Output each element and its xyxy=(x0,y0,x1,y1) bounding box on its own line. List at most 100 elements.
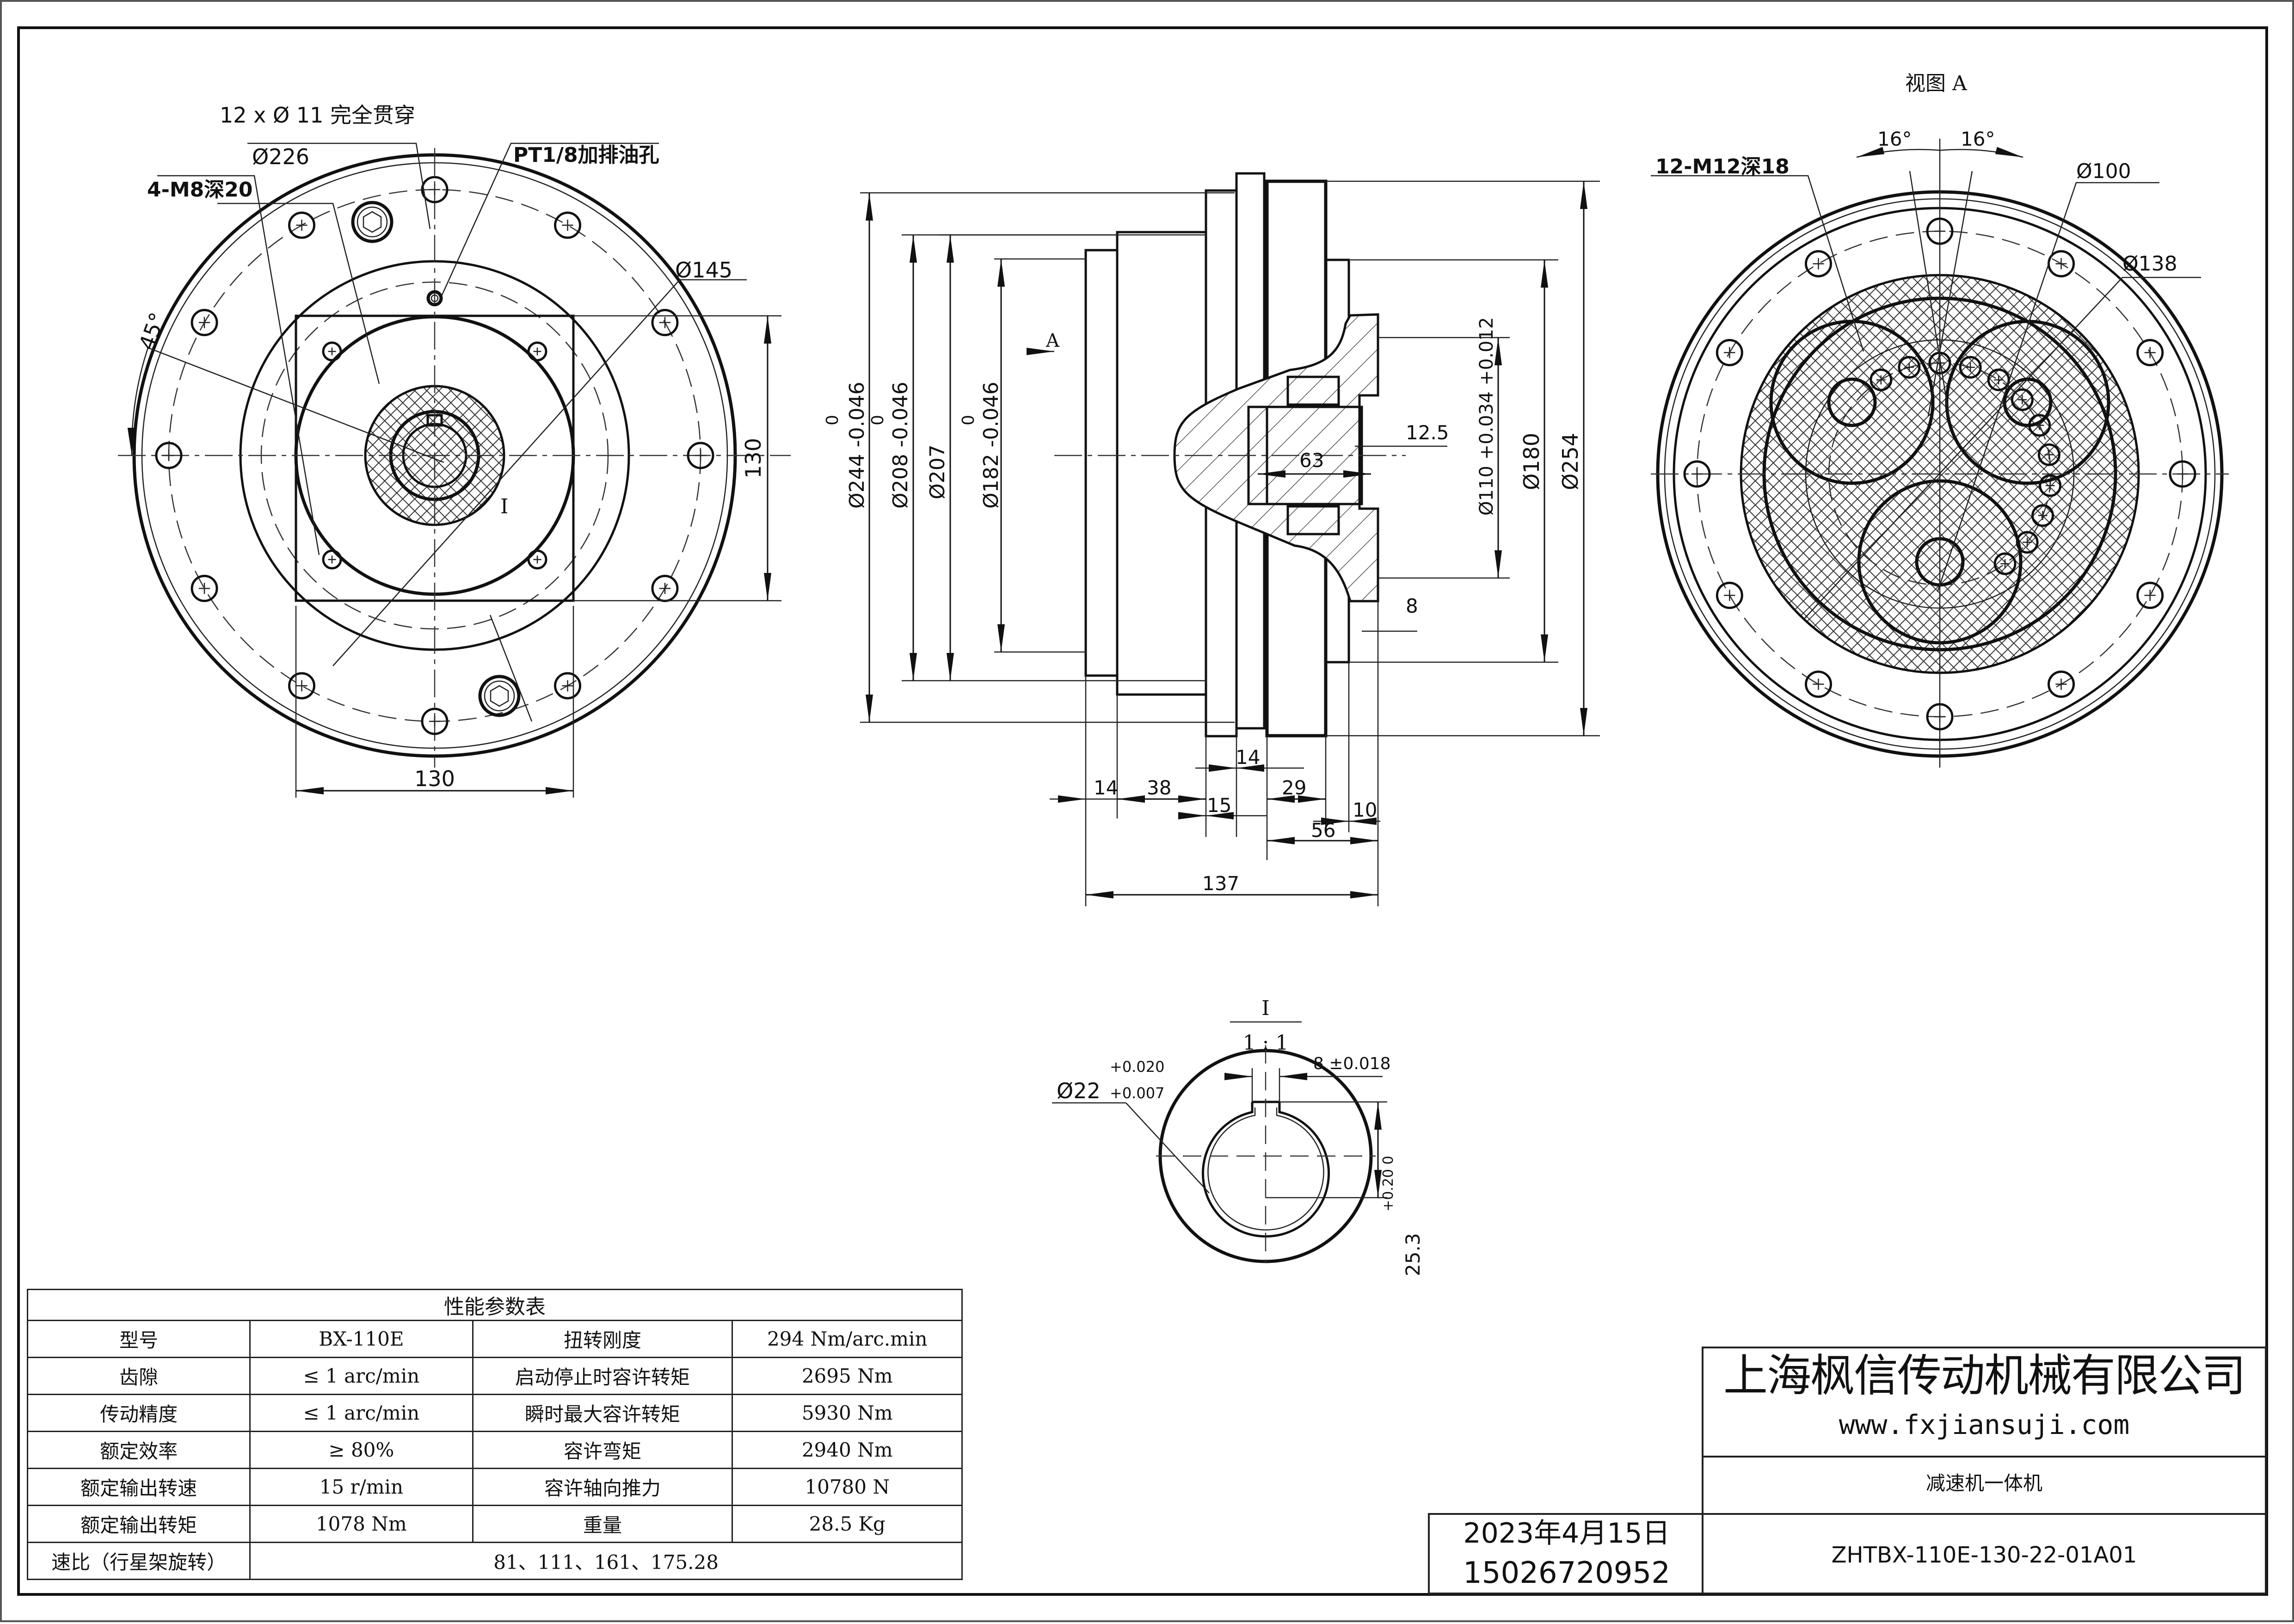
hole-cross xyxy=(1904,363,1914,372)
dia-244-tol-upper: 0 xyxy=(823,415,842,425)
len-10: 10 xyxy=(1353,799,1377,821)
front-width-dim: 130 xyxy=(414,766,455,791)
hole-cross xyxy=(1994,375,2004,385)
hole-cross xyxy=(1691,468,1703,480)
bolt-hole xyxy=(2048,671,2075,698)
key-depth-dim: 25.3 xyxy=(1402,1233,1424,1276)
ratio-value: 81、111、161、175.28 xyxy=(249,1542,963,1580)
bolt-hole xyxy=(2136,582,2164,609)
view-a-title: 视图 A xyxy=(1905,72,1968,95)
dia-208-dim: Ø208 -0.046 xyxy=(889,382,912,509)
hole-cross xyxy=(659,317,671,328)
param-name: 额定输出转矩 xyxy=(26,1505,251,1543)
param-value: 5930 Nm xyxy=(732,1394,963,1432)
hole-cross xyxy=(1934,225,1946,237)
hole-cross xyxy=(198,583,210,594)
param-name: 额定效率 xyxy=(26,1431,251,1469)
tapped-hole xyxy=(322,549,342,570)
param-name: 额定输出转速 xyxy=(26,1468,251,1506)
bolt-hole xyxy=(687,442,714,469)
param-value: ≤ 1 arc/min xyxy=(249,1357,474,1395)
hole-cross xyxy=(429,715,441,727)
bore-depth-dim: 63 xyxy=(1299,449,1324,472)
param-value: ≥ 80% xyxy=(249,1431,474,1469)
bolt-hole xyxy=(155,442,183,469)
m12-hole xyxy=(2016,531,2039,554)
bolt-hole xyxy=(1805,671,1832,698)
front-height-dim: 130 xyxy=(741,438,766,479)
hole-cross xyxy=(163,449,175,461)
drawing-date: 2023年4月15日 xyxy=(1463,1517,1670,1550)
dia-145-callout: Ø145 xyxy=(675,258,732,283)
param-value: 15 r/min xyxy=(249,1468,474,1506)
param-name: 瞬时最大容许转矩 xyxy=(472,1394,733,1432)
bolt-hole xyxy=(1805,250,1832,277)
hole-cross xyxy=(2038,511,2048,520)
dia-244-dim: Ø244 -0.046 xyxy=(845,382,869,509)
bolt-hole xyxy=(554,211,581,239)
hole-cross xyxy=(533,347,541,356)
bolt-hole xyxy=(1716,339,1743,366)
drawing-number-box: ZHTBX-110E-130-22-01A01 xyxy=(1702,1513,2267,1594)
pilot-dim: 8 xyxy=(1406,595,1418,617)
hole-cross xyxy=(296,680,308,692)
hole-cross xyxy=(659,583,671,594)
table-row: 传动精度 ≤ 1 arc/min 瞬时最大容许转矩 5930 Nm xyxy=(26,1394,963,1432)
angle-16-left: 16° xyxy=(1877,128,1912,150)
param-name: 容许轴向推力 xyxy=(472,1468,733,1506)
dia-182-tol-upper: 0 xyxy=(959,415,978,425)
dia-182-dim: Ø182 -0.046 xyxy=(979,382,1003,509)
view-a xyxy=(1651,139,2229,768)
dia-207-dim: Ø207 xyxy=(926,444,949,499)
inner-frame xyxy=(17,26,2268,1596)
bolt-hole xyxy=(191,309,218,336)
hole-cross xyxy=(1876,375,1886,385)
len-56: 56 xyxy=(1311,819,1335,842)
param-value: 2695 Nm xyxy=(732,1357,963,1395)
section-mark-i: I xyxy=(500,495,508,518)
bolt-hole xyxy=(421,176,449,203)
view-a-arrow-label: A xyxy=(1046,330,1060,351)
tapped-hole xyxy=(322,341,342,362)
len-14-a: 14 xyxy=(1094,776,1118,799)
param-value: 2940 Nm xyxy=(732,1431,963,1469)
drawing-number: ZHTBX-110E-130-22-01A01 xyxy=(1831,1542,2137,1568)
dia-180-dim: Ø180 xyxy=(1519,433,1544,490)
bolt-hole xyxy=(2136,339,2164,366)
hole-cross xyxy=(1724,590,1735,601)
dia-208-tol-upper: 0 xyxy=(868,415,887,425)
m12-hole xyxy=(2011,388,2034,411)
table-row: 速比（行星架旋转） 81、111、161、175.28 xyxy=(26,1542,963,1580)
param-name: 启动停止时容许转矩 xyxy=(472,1357,733,1395)
len-29: 29 xyxy=(1282,776,1306,799)
len-total: 137 xyxy=(1202,872,1239,895)
m12-hole xyxy=(2037,443,2060,466)
param-name: 型号 xyxy=(26,1320,251,1358)
len-14-b: 14 xyxy=(1236,746,1260,769)
bolt-hole xyxy=(1716,582,1743,609)
m12-hole xyxy=(2028,414,2051,437)
hole-cross xyxy=(328,347,336,356)
bolt-hole xyxy=(1926,217,1954,245)
key-depth-tol: +0.20 0 xyxy=(1380,1156,1396,1212)
param-name: 容许弯矩 xyxy=(472,1431,733,1469)
tapped-hole xyxy=(527,549,547,570)
hole-cross xyxy=(2144,590,2156,601)
param-name: 重量 xyxy=(472,1505,733,1543)
front-view xyxy=(118,142,791,798)
dia-110-dim: Ø110 +0.034 +0.012 xyxy=(1476,317,1497,516)
hole-cross xyxy=(2055,678,2067,690)
len-15: 15 xyxy=(1207,794,1231,817)
hole-cross xyxy=(695,449,707,461)
m12-hole xyxy=(2039,474,2062,497)
bolt-hole xyxy=(288,672,315,700)
date-phone-box: 2023年4月15日 15026720952 xyxy=(1428,1513,1704,1594)
angle-45-label: 45° xyxy=(134,309,171,353)
m12-hole xyxy=(1870,368,1893,391)
param-name: 传动精度 xyxy=(26,1394,251,1432)
dia-138-callout: Ø138 xyxy=(2122,252,2177,276)
hole-cross xyxy=(1724,347,1735,358)
table-row: 齿隙 ≤ 1 arc/min 启动停止时容许转矩 2695 Nm xyxy=(26,1357,963,1395)
